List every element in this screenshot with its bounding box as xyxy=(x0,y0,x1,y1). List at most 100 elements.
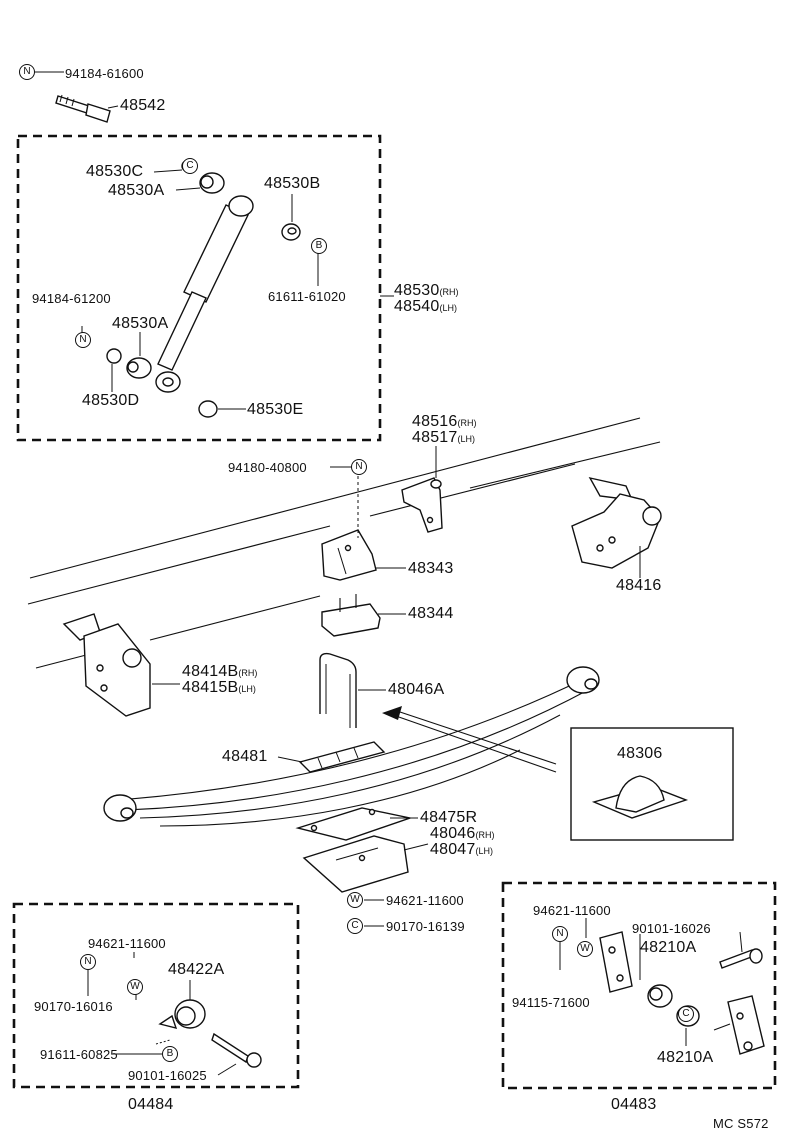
label-04484: 04484 xyxy=(128,1096,174,1113)
label-94621-11600-left: 94621-11600 xyxy=(88,936,166,951)
label-48047: 48047 xyxy=(430,841,476,858)
w-symbol-94621-11600-right: W xyxy=(577,941,593,957)
hanger-48414B xyxy=(62,613,151,717)
shackle-kit-04484-box xyxy=(12,902,300,1089)
label-94115-71600: 94115-71600 xyxy=(512,995,590,1010)
bushing-48530E xyxy=(198,400,218,418)
shock-absorber xyxy=(155,195,254,393)
label-48475R: 48475R xyxy=(420,809,478,826)
lh-tag: (LH) xyxy=(238,684,256,694)
label-48530D: 48530D xyxy=(82,392,140,409)
spacer-48344 xyxy=(321,594,381,637)
bushing-48530A-top xyxy=(199,172,225,194)
hanger-48416 xyxy=(571,476,662,569)
label-48414B: 48414B xyxy=(182,663,239,680)
bolt-48542 xyxy=(55,94,111,123)
lh-tag: (LH) xyxy=(457,434,476,444)
label-48530A-mid: 48530A xyxy=(112,315,169,332)
diagram-reference-code: MC S572 xyxy=(713,1116,769,1131)
c-symbol-90170-16139: C xyxy=(347,918,363,934)
c-symbol-48530C: C xyxy=(182,158,198,174)
u-bolt-48046A xyxy=(319,652,357,728)
w-symbol-94621-11600-center: W xyxy=(347,892,363,908)
bushing-48210A-top xyxy=(647,984,673,1008)
label-94184-61600: 94184-61600 xyxy=(65,66,144,81)
label-48046-rh: 48046(RH) xyxy=(430,826,495,843)
label-48530A-top: 48530A xyxy=(108,182,165,199)
leaf-spring xyxy=(103,666,600,827)
label-48210A-top: 48210A xyxy=(640,939,697,956)
label-94621-11600-center: 94621-11600 xyxy=(386,893,464,908)
label-48046: 48046 xyxy=(430,825,476,842)
shackle-kit-04483-box xyxy=(501,881,777,1090)
lh-tag: (LH) xyxy=(475,846,494,856)
bushing-48530B xyxy=(281,223,301,241)
bushing-48422A xyxy=(158,999,206,1029)
label-48210A-bottom: 48210A xyxy=(657,1049,714,1066)
label-94180-40800: 94180-40800 xyxy=(228,460,307,475)
shackle-plate-right xyxy=(713,995,765,1055)
bolt-90101-16025 xyxy=(211,1032,262,1068)
b-symbol-61611-61020: B xyxy=(311,238,327,254)
plate-48046 xyxy=(302,835,409,893)
label-48517: 48517 xyxy=(412,429,458,446)
label-48517-lh: 48517(LH) xyxy=(412,430,475,447)
c-symbol-48210A-bottom: C xyxy=(678,1006,694,1022)
shock-absorber-group-box xyxy=(16,134,382,442)
label-61611-61020: 61611-61020 xyxy=(268,289,346,304)
label-90170-16016: 90170-16016 xyxy=(34,999,113,1014)
rh-tag: (RH) xyxy=(475,830,495,840)
label-48046A: 48046A xyxy=(388,681,445,698)
bumper-pointer-arrow xyxy=(382,706,557,773)
label-48516: 48516 xyxy=(412,413,458,430)
label-90170-16139: 90170-16139 xyxy=(386,919,465,934)
b-symbol-91611-60825: B xyxy=(162,1046,178,1062)
label-48530B: 48530B xyxy=(264,175,321,192)
label-48422A: 48422A xyxy=(168,961,225,978)
label-48540: 48540 xyxy=(394,298,440,315)
label-48530: 48530 xyxy=(394,282,440,299)
shackle-plate-left xyxy=(599,931,633,993)
label-48416: 48416 xyxy=(616,577,662,594)
label-48542: 48542 xyxy=(120,97,166,114)
bumper-48306-box xyxy=(570,727,734,841)
bracket-48343 xyxy=(321,529,377,581)
label-94184-61200: 94184-61200 xyxy=(32,291,111,306)
label-48516-rh: 48516(RH) xyxy=(412,414,477,431)
rh-tag: (RH) xyxy=(457,418,477,428)
label-48344: 48344 xyxy=(408,605,454,622)
leader-lines xyxy=(34,71,743,1076)
label-48530C: 48530C xyxy=(86,163,144,180)
label-48540-lh: 48540(LH) xyxy=(394,299,457,316)
plate-48475R xyxy=(295,807,413,841)
label-90101-16026: 90101-16026 xyxy=(632,921,711,936)
washer-48530D xyxy=(106,348,122,364)
label-48530E: 48530E xyxy=(247,401,304,418)
n-symbol-94115-71600: N xyxy=(552,926,568,942)
bracket-48516 xyxy=(401,477,443,533)
label-90101-16025: 90101-16025 xyxy=(128,1068,207,1083)
w-symbol-90170-16016: W xyxy=(127,979,143,995)
bumper-48306 xyxy=(591,775,689,819)
bolt-90101-16026 xyxy=(719,948,763,969)
label-48343: 48343 xyxy=(408,560,454,577)
label-04483: 04483 xyxy=(611,1096,657,1113)
label-91611-60825: 91611-60825 xyxy=(40,1047,118,1062)
label-48530-rh: 48530(RH) xyxy=(394,283,459,300)
frame-rails xyxy=(27,417,661,669)
rh-tag: (RH) xyxy=(439,287,459,297)
bushing-48530A-mid xyxy=(126,357,152,379)
n-symbol-94184-61200: N xyxy=(75,332,91,348)
lh-tag: (LH) xyxy=(439,303,458,313)
n-symbol-94621-11600-left: N xyxy=(80,954,96,970)
rh-tag: (RH) xyxy=(238,668,258,678)
label-94621-11600-right: 94621-11600 xyxy=(533,903,611,918)
n-symbol-94180-40800: N xyxy=(351,459,367,475)
label-48306: 48306 xyxy=(617,745,663,762)
label-48047-lh: 48047(LH) xyxy=(430,842,493,859)
label-48415B-lh: 48415B(LH) xyxy=(182,680,256,697)
n-symbol-94184-61600: N xyxy=(19,64,35,80)
label-48414B-rh: 48414B(RH) xyxy=(182,664,257,681)
plate-48481 xyxy=(298,741,386,773)
